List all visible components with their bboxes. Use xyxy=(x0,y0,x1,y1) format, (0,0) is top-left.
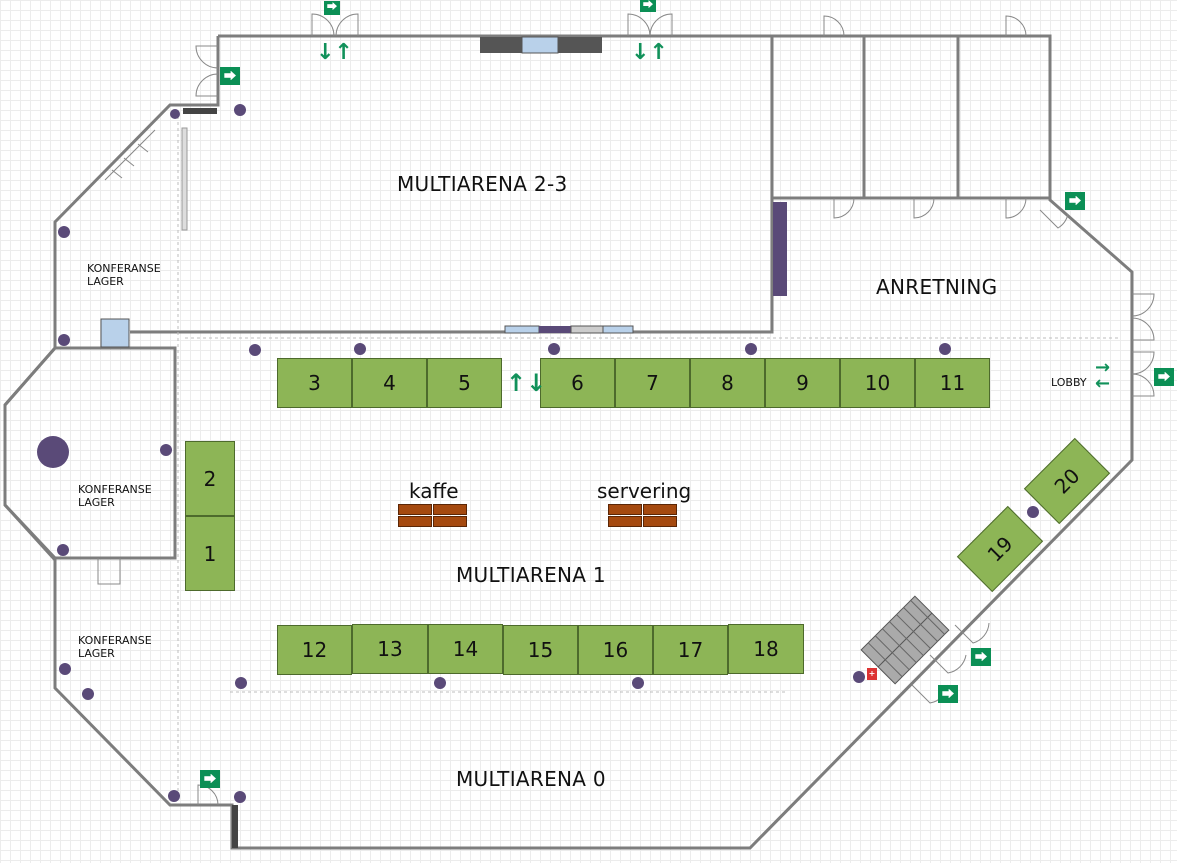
booth-1[interactable]: 1 xyxy=(185,516,235,591)
booth-3[interactable]: 3 xyxy=(277,358,352,408)
booth-2[interactable]: 2 xyxy=(185,441,235,516)
booth-10[interactable]: 10 xyxy=(840,358,915,408)
emergency-exit-icon: ⮕ xyxy=(938,685,958,703)
servering-table xyxy=(608,504,642,515)
booth-15[interactable]: 15 xyxy=(503,625,578,675)
room-label-konferanse-lager-bottom: KONFERANSE LAGER xyxy=(78,634,152,660)
pillar xyxy=(548,343,560,355)
booth-17[interactable]: 17 xyxy=(653,625,728,675)
pillar xyxy=(434,677,446,689)
pillar xyxy=(160,444,172,456)
pillar xyxy=(249,344,261,356)
outer-wall xyxy=(3,34,1134,850)
room-label-multiarena-1: MULTIARENA 1 xyxy=(456,563,606,587)
pillar xyxy=(235,677,247,689)
booth-14[interactable]: 14 xyxy=(428,624,503,674)
room-label-konferanse-lager-top: KONFERANSE LAGER xyxy=(87,262,161,288)
booth-12[interactable]: 12 xyxy=(277,625,352,675)
servering-label: servering xyxy=(597,479,692,503)
pillar xyxy=(57,544,69,556)
traffic-arrows-icon: ↑↓ xyxy=(506,369,547,397)
multiarena-2-3-wall xyxy=(130,36,774,334)
pillar xyxy=(354,343,366,355)
traffic-arrows-icon: ↓↑ xyxy=(316,40,353,65)
booth-6[interactable]: 6 xyxy=(540,358,615,408)
pillar xyxy=(170,109,180,119)
door-block xyxy=(100,318,130,348)
pillar xyxy=(59,663,71,675)
kaffe-table xyxy=(433,504,467,515)
partition-dark xyxy=(480,37,522,53)
emergency-exit-icon: ⮕ xyxy=(200,770,220,788)
pillar xyxy=(58,334,70,346)
pillar xyxy=(234,791,246,803)
emergency-exit-icon: ⮕ xyxy=(971,648,991,666)
booth-13[interactable]: 13 xyxy=(352,624,428,674)
booth-5[interactable]: 5 xyxy=(427,358,502,408)
room-label-anretning: ANRETNING xyxy=(876,275,998,299)
pillar xyxy=(82,688,94,700)
booth-7[interactable]: 7 xyxy=(615,358,690,408)
kaffe-label: kaffe xyxy=(409,479,459,503)
pillar xyxy=(745,343,757,355)
emergency-exit-icon: ⮕ xyxy=(324,1,340,15)
booth-9[interactable]: 9 xyxy=(765,358,840,408)
pillar xyxy=(234,104,246,116)
large-column xyxy=(37,436,69,468)
servering-table xyxy=(608,516,642,527)
emergency-exit-icon: ⮕ xyxy=(1065,192,1085,210)
pillar xyxy=(853,671,865,683)
kaffe-table xyxy=(433,516,467,527)
partition-dark-2 xyxy=(558,37,602,53)
kaffe-table xyxy=(398,516,432,527)
pillar xyxy=(58,226,70,238)
booth-11[interactable]: 11 xyxy=(915,358,990,408)
pillar xyxy=(1027,506,1039,518)
servering-table xyxy=(643,516,677,527)
partition-light xyxy=(521,36,559,54)
stairs xyxy=(860,595,950,685)
pillar xyxy=(632,677,644,689)
pillar xyxy=(168,790,180,802)
fire-equipment-icon: + xyxy=(867,668,877,680)
room-label-lobby: LOBBY xyxy=(1051,376,1087,389)
purple-partition xyxy=(773,202,787,296)
pillar xyxy=(939,343,951,355)
kaffe-table xyxy=(398,504,432,515)
konferanse-lager-room xyxy=(3,346,177,560)
booth-8[interactable]: 8 xyxy=(690,358,765,408)
booth-4[interactable]: 4 xyxy=(352,358,427,408)
room-label-multiarena-2-3: MULTIARENA 2-3 xyxy=(397,172,568,196)
emergency-exit-icon: ⮕ xyxy=(220,67,240,85)
room-label-konferanse-lager-mid: KONFERANSE LAGER xyxy=(78,483,152,509)
emergency-exit-icon: ⮕ xyxy=(640,0,656,12)
emergency-exit-icon: ⮕ xyxy=(1154,368,1174,386)
traffic-arrows-icon: ↓↑ xyxy=(631,40,668,65)
lobby-arrows-icon: →← xyxy=(1095,357,1111,394)
booth-18[interactable]: 18 xyxy=(728,624,804,674)
booth-16[interactable]: 16 xyxy=(578,625,653,675)
room-label-multiarena-0: MULTIARENA 0 xyxy=(456,767,606,791)
servering-table xyxy=(643,504,677,515)
